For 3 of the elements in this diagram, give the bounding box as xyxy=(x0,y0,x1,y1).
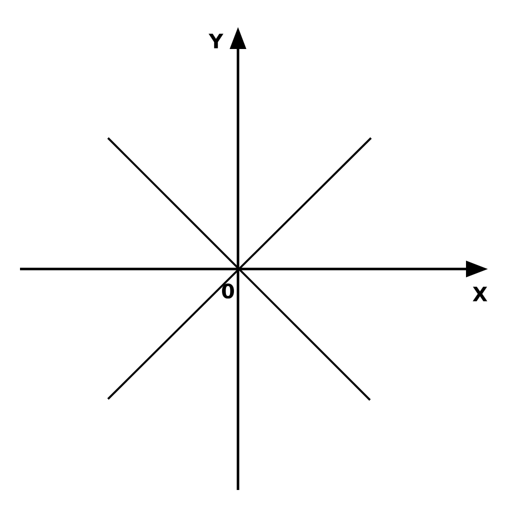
axis-label: X xyxy=(472,286,488,302)
axis-label: Y xyxy=(208,34,224,48)
axis-label: 0 xyxy=(222,283,234,299)
